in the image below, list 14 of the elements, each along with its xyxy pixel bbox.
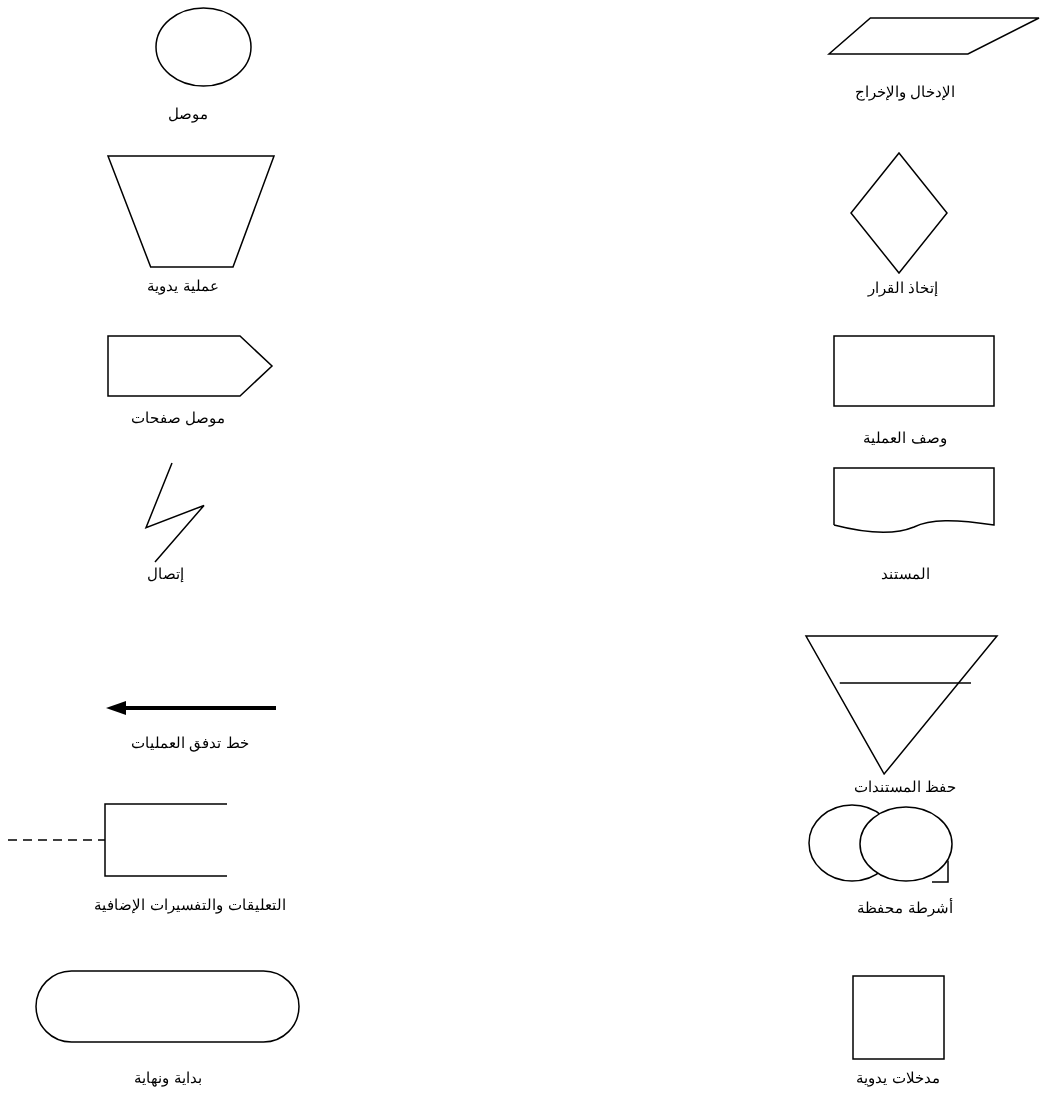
symbol-caption: إتصال	[146, 566, 184, 582]
symbol-caption: إتخاذ القرار	[867, 280, 939, 296]
symbol-caption: المستند	[880, 566, 930, 582]
symbol-caption: الإدخال والإخراج	[854, 84, 956, 100]
symbol-caption: مدخلات يدوية	[856, 1070, 940, 1086]
symbol-caption: حفظ المستندات	[853, 779, 957, 795]
symbol-caption: خط تدفق العمليات	[130, 735, 250, 751]
symbol-caption: موصل	[168, 106, 208, 122]
symbol-caption: التعليقات والتفسيرات الإضافية	[94, 897, 286, 913]
symbol-caption: بداية ونهاية	[134, 1070, 202, 1086]
symbol-caption: وصف العملية	[863, 430, 947, 446]
symbol-caption: أشرطة محفظة	[857, 900, 953, 916]
symbol-caption: عملية يدوية	[147, 278, 219, 294]
symbol-caption: موصل صفحات	[130, 410, 226, 426]
